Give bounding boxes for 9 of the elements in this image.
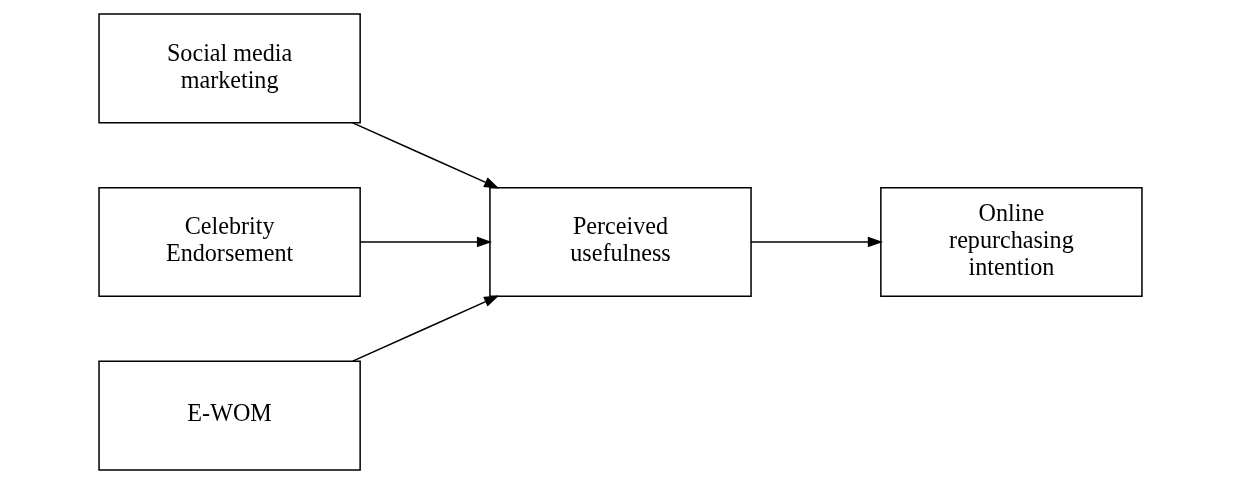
node-box: Social media marketing bbox=[98, 13, 361, 124]
arrow bbox=[750, 236, 883, 248]
node-box: E-WOM bbox=[98, 360, 361, 471]
arrow bbox=[352, 295, 500, 362]
node-box: Online repurchasing intention bbox=[880, 186, 1143, 298]
arrow bbox=[359, 236, 492, 248]
node-box: Celebrity Endorsement bbox=[98, 186, 361, 298]
arrow bbox=[352, 122, 500, 189]
node-box: Perceived usefulness bbox=[489, 186, 752, 298]
